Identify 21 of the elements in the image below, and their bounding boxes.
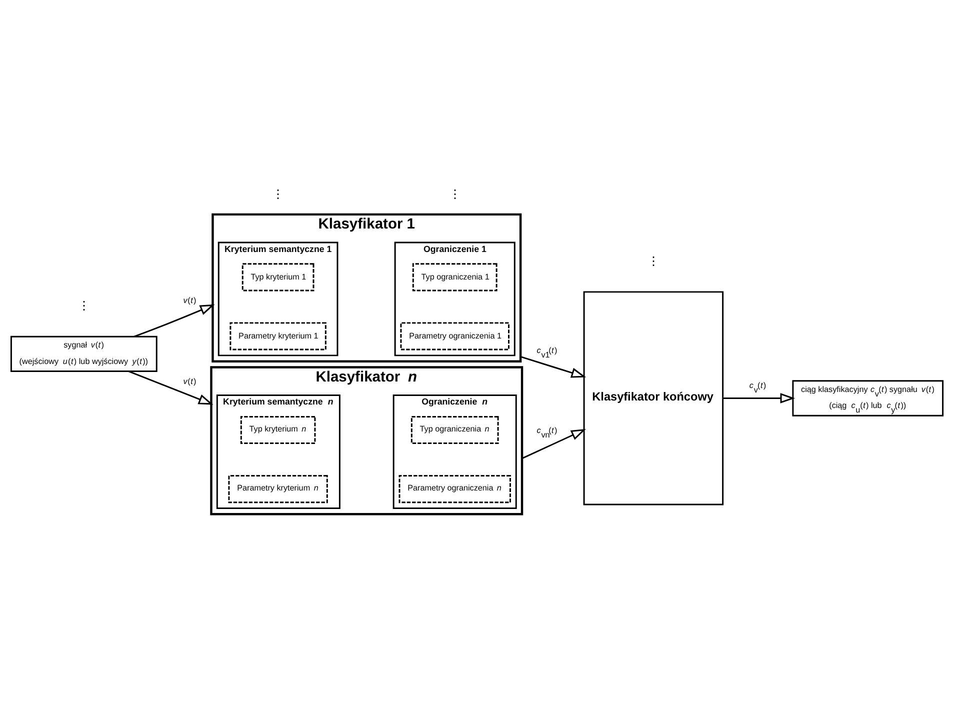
node-box: Typ ograniczenia n (410, 415, 499, 444)
node-box: Typ kryterium n (240, 415, 316, 444)
arrow (128, 370, 214, 404)
arrow (723, 392, 796, 403)
label: ⋮ (78, 298, 90, 312)
node-box: Klasyfikator końcowy (583, 290, 724, 505)
label: ⋮ (648, 254, 660, 268)
node-box: Typ ograniczenia 1 (412, 262, 498, 291)
edge-label: v(t) (183, 376, 196, 386)
edge-label: v(t) (183, 295, 196, 304)
label: ⋮ (272, 186, 284, 201)
node-box: Parametry kryterium 1 (230, 322, 326, 350)
node-box: sygnał v(t) (wejściowy u(t) lub wyjściowy y(t)) (10, 335, 158, 372)
arrow (520, 355, 586, 378)
node-box: Parametry ograniczenia 1 (400, 322, 510, 350)
label: ⋮ (448, 186, 461, 201)
node-box: Parametry ograniczenia n (398, 474, 511, 503)
node-box: Typ kryterium 1 (242, 262, 314, 291)
arrow (134, 304, 215, 337)
node-box: Parametry kryterium n (228, 474, 328, 503)
arrow (522, 428, 586, 459)
